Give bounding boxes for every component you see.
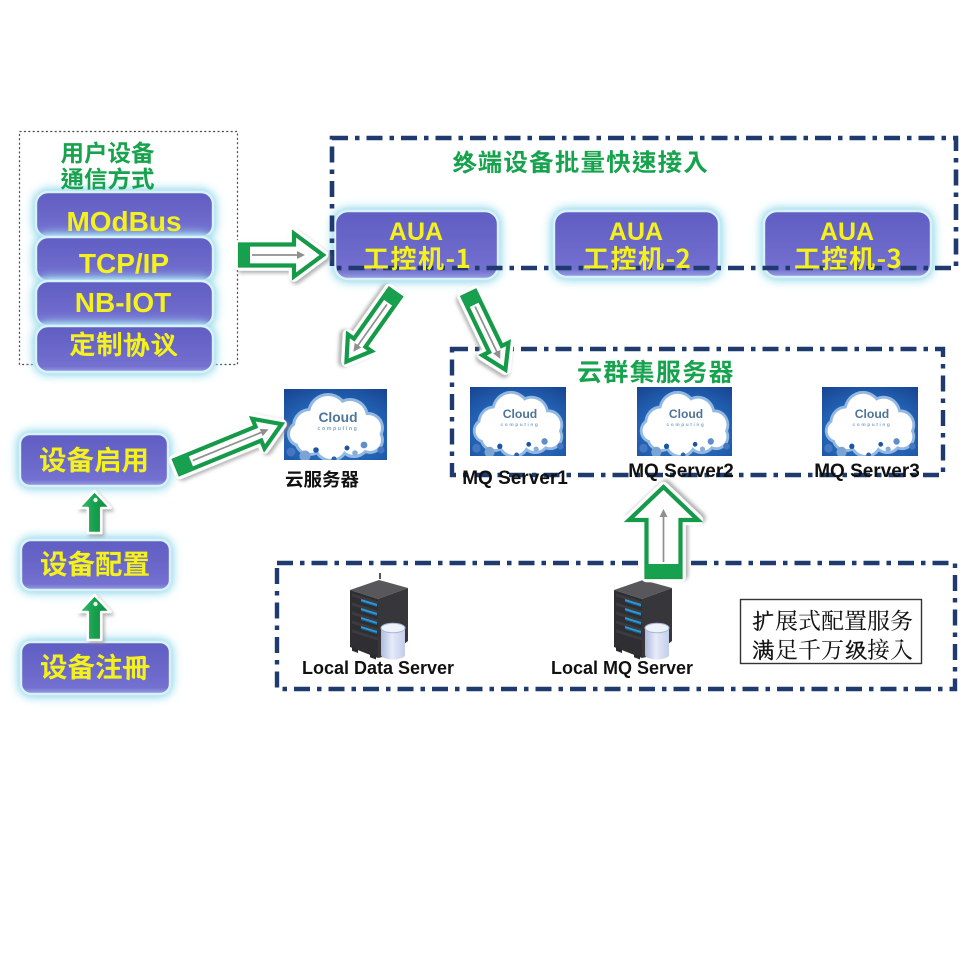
svg-text:MQ Server2: MQ Server2 (628, 461, 734, 482)
svg-text:AUA: AUA (820, 218, 874, 246)
svg-text:Cloud: Cloud (503, 407, 538, 421)
svg-text:Cloud: Cloud (669, 407, 703, 421)
svg-text:TCP/IP: TCP/IP (79, 248, 169, 279)
svg-text:MOdBus: MOdBus (66, 206, 181, 237)
svg-text:computing: computing (318, 426, 359, 432)
svg-text:MQ Server3: MQ Server3 (814, 461, 920, 482)
svg-text:AUA: AUA (609, 218, 663, 246)
svg-text:MQ Server1: MQ Server1 (462, 468, 568, 489)
svg-text:Local Data Server: Local Data Server (302, 658, 454, 678)
svg-text:Local MQ Server: Local MQ Server (551, 658, 693, 678)
svg-text:AUA: AUA (389, 218, 443, 246)
svg-text:computing: computing (501, 422, 540, 428)
svg-text:NB-IOT: NB-IOT (75, 287, 171, 318)
svg-text:computing: computing (853, 422, 892, 428)
svg-text:Cloud: Cloud (318, 410, 357, 425)
svg-text:Cloud: Cloud (855, 407, 890, 421)
svg-text:computing: computing (667, 422, 706, 428)
